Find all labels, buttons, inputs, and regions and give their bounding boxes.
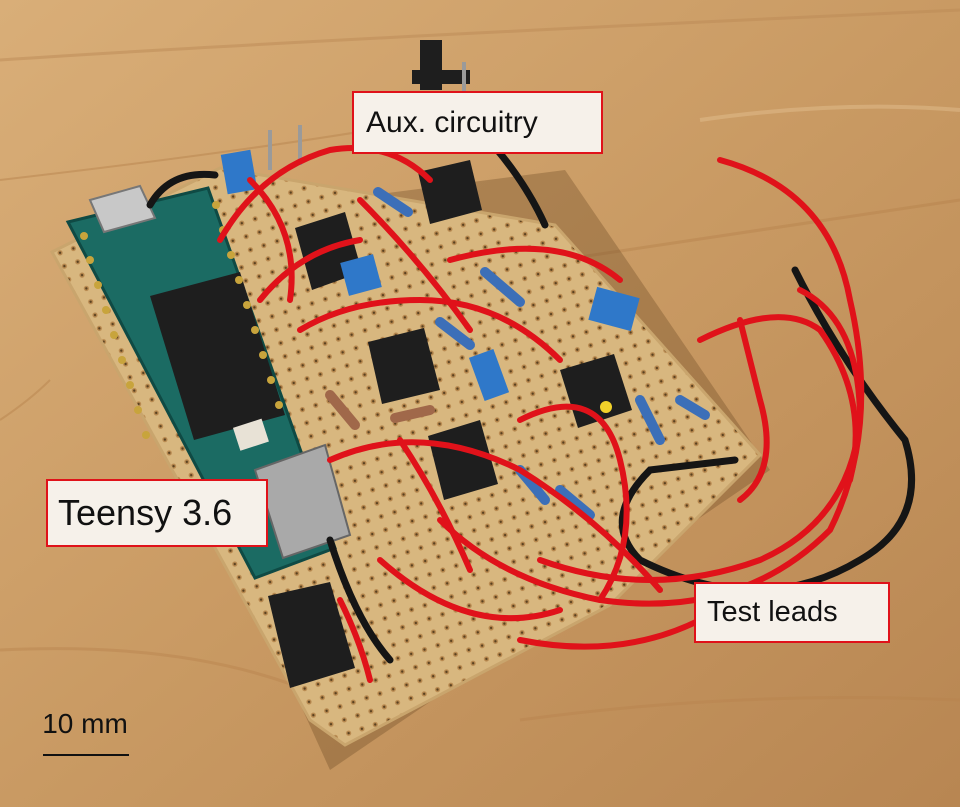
scale-bar-label: 10 mm xyxy=(42,708,128,739)
teensy-board xyxy=(65,184,352,580)
teensy-label: Teensy 3.6 xyxy=(46,479,268,547)
red-wires xyxy=(217,145,865,683)
header-pins xyxy=(268,40,470,170)
resistors xyxy=(325,187,710,520)
scale-bar xyxy=(43,754,129,756)
aux-circuitry-label: Aux. circuitry xyxy=(352,91,603,154)
test-leads-label: Test leads xyxy=(694,582,890,643)
blue-capacitors xyxy=(220,149,640,402)
marker-dot xyxy=(600,401,612,413)
